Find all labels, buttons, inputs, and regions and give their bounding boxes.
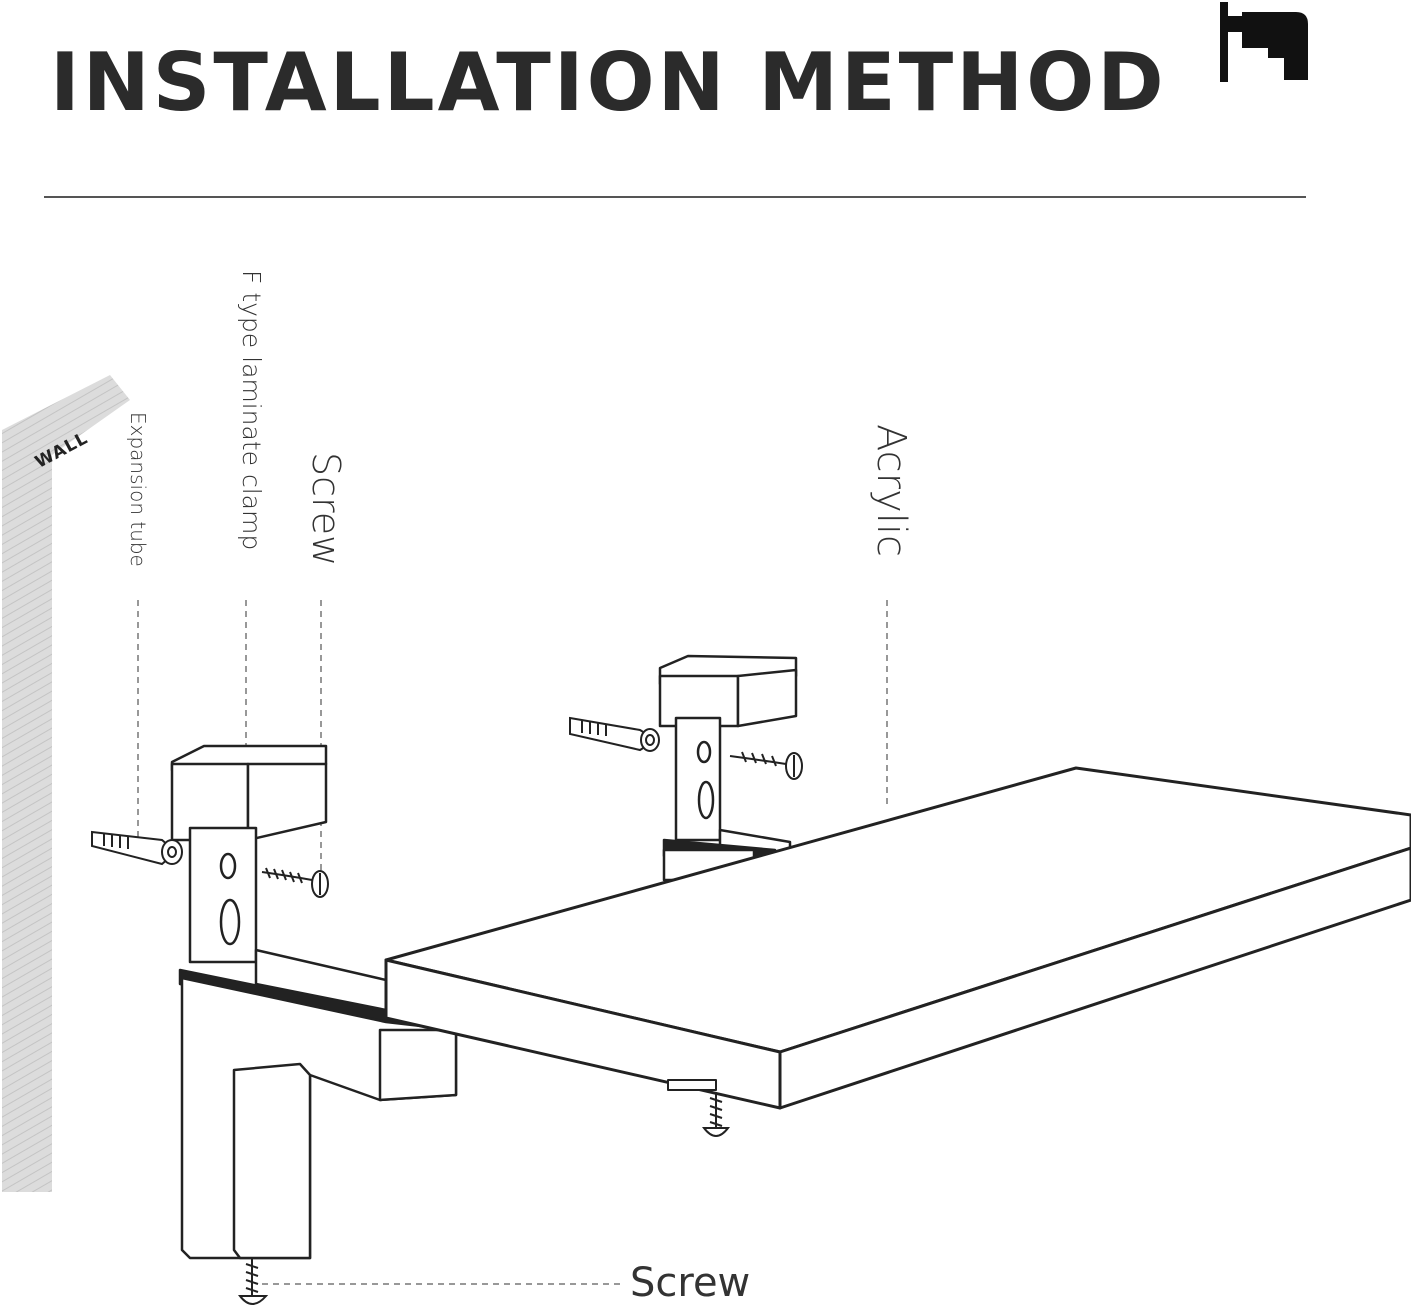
screw-right-bottom <box>701 1092 731 1137</box>
f-clamp-label: F type laminate clamp <box>237 270 266 551</box>
right-clamp <box>658 654 798 882</box>
screw-left-bottom <box>237 1258 269 1305</box>
screw-bottom-label: Screw <box>630 1260 751 1306</box>
expansion-tube-label: Expansion tube <box>126 412 150 567</box>
page-title: INSTALLATION METHOD <box>50 36 1167 129</box>
title-divider <box>44 196 1306 198</box>
left-clamp <box>170 744 458 1260</box>
screw-left-top <box>261 867 329 898</box>
expansion-tube-right <box>569 716 660 752</box>
drill-icon <box>1220 2 1308 82</box>
screw-top-label: Screw <box>304 452 348 567</box>
screw-right-top <box>729 751 803 780</box>
acrylic-label: Acrylic <box>868 424 914 557</box>
expansion-tube-left <box>91 830 183 866</box>
wall <box>2 375 130 1192</box>
acrylic-shelf <box>384 766 1411 1110</box>
